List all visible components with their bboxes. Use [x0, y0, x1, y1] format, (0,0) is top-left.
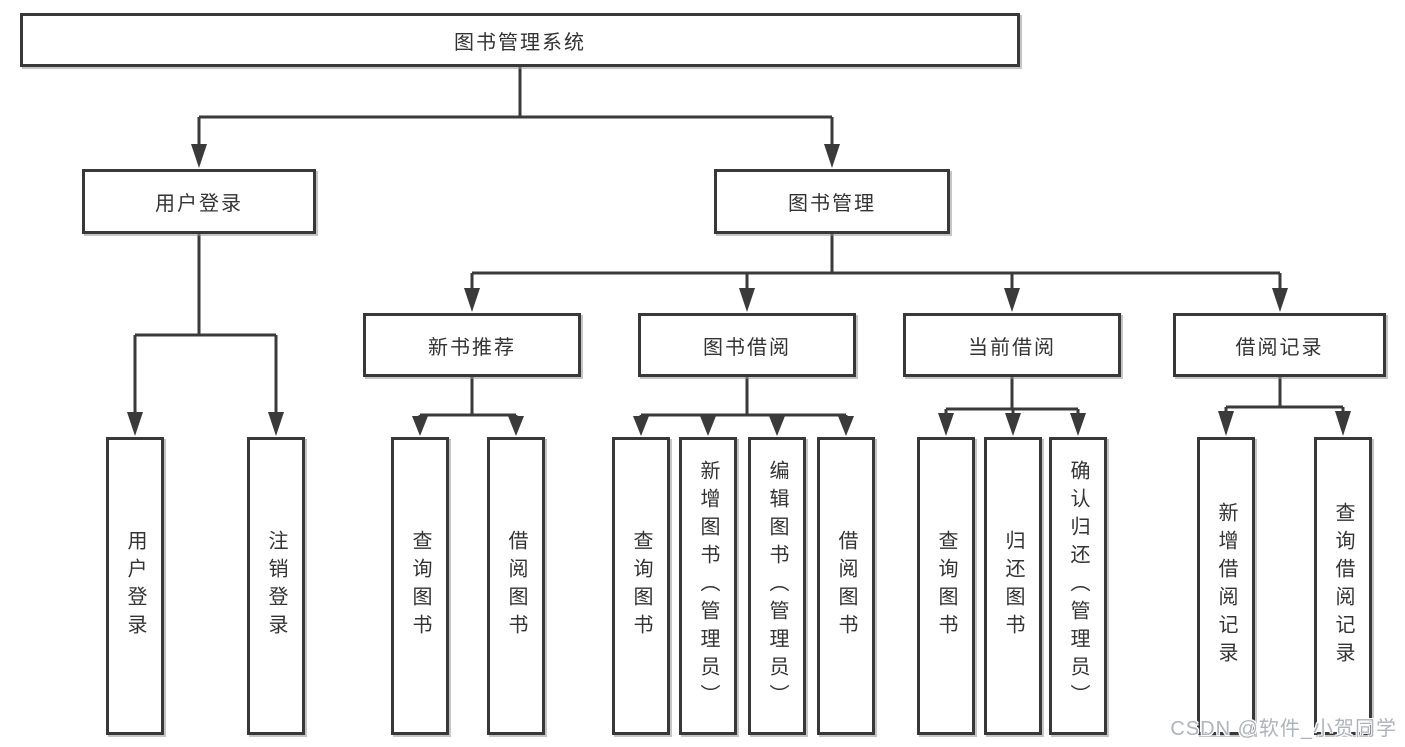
leaf-recommend-borrow-book: 借阅图书 [487, 437, 545, 735]
leaf-borrow-query-book-label: 查询图书 [630, 530, 652, 642]
node-new-book-recommend: 新书推荐 [363, 313, 581, 377]
leaf-borrow-edit-book-admin: 编辑图书（管理员） [748, 437, 806, 735]
leaf-current-query-book-label: 查询图书 [935, 530, 957, 642]
leaf-borrow-add-book-admin: 新增图书（管理员） [679, 437, 737, 735]
csdn-watermark: CSDN @软件_小贺同学 [1170, 718, 1397, 740]
leaf-current-return-book-label: 归还图书 [1002, 530, 1024, 642]
node-book-borrow: 图书借阅 [638, 313, 856, 377]
leaf-current-confirm-return-admin-label: 确认归还（管理员） [1067, 460, 1089, 712]
leaf-records-add-borrow-record-label: 新增借阅记录 [1215, 502, 1237, 670]
leaf-records-add-borrow-record: 新增借阅记录 [1197, 437, 1255, 735]
leaf-borrow-edit-book-admin-label: 编辑图书（管理员） [766, 460, 788, 712]
node-new-book-recommend-label: 新书推荐 [428, 336, 516, 359]
node-root: 图书管理系统 [20, 13, 1020, 67]
node-book-management-label: 图书管理 [788, 193, 876, 215]
node-user-login: 用户登录 [82, 169, 316, 234]
arrowheads [127, 144, 1351, 436]
leaf-logout: 注销登录 [247, 437, 305, 735]
leaf-borrow-query-book: 查询图书 [612, 437, 670, 735]
leaf-user-login: 用户登录 [106, 437, 164, 735]
node-current-borrow: 当前借阅 [903, 313, 1121, 377]
node-book-borrow-label: 图书借阅 [703, 336, 791, 359]
leaf-records-query-borrow-record-label: 查询借阅记录 [1332, 502, 1354, 670]
leaf-records-query-borrow-record: 查询借阅记录 [1314, 437, 1372, 735]
leaf-borrow-borrow-book-label: 借阅图书 [835, 530, 857, 642]
leaf-current-return-book: 归还图书 [984, 437, 1042, 735]
leaf-user-login-label: 用户登录 [124, 530, 146, 642]
leaf-current-query-book: 查询图书 [917, 437, 975, 735]
node-root-label: 图书管理系统 [454, 31, 586, 54]
leaf-borrow-add-book-admin-label: 新增图书（管理员） [697, 460, 719, 712]
leaf-recommend-borrow-book-label: 借阅图书 [505, 530, 527, 642]
node-borrow-records-label: 借阅记录 [1235, 336, 1324, 359]
node-user-login-label: 用户登录 [155, 193, 243, 215]
leaf-borrow-borrow-book: 借阅图书 [817, 437, 875, 735]
leaf-logout-label: 注销登录 [265, 530, 287, 642]
node-borrow-records: 借阅记录 [1173, 313, 1386, 377]
node-book-management: 图书管理 [714, 169, 950, 234]
leaf-recommend-query-book-label: 查询图书 [409, 530, 431, 642]
leaf-current-confirm-return-admin: 确认归还（管理员） [1049, 437, 1107, 735]
node-current-borrow-label: 当前借阅 [968, 336, 1056, 359]
leaf-recommend-query-book: 查询图书 [391, 437, 449, 735]
